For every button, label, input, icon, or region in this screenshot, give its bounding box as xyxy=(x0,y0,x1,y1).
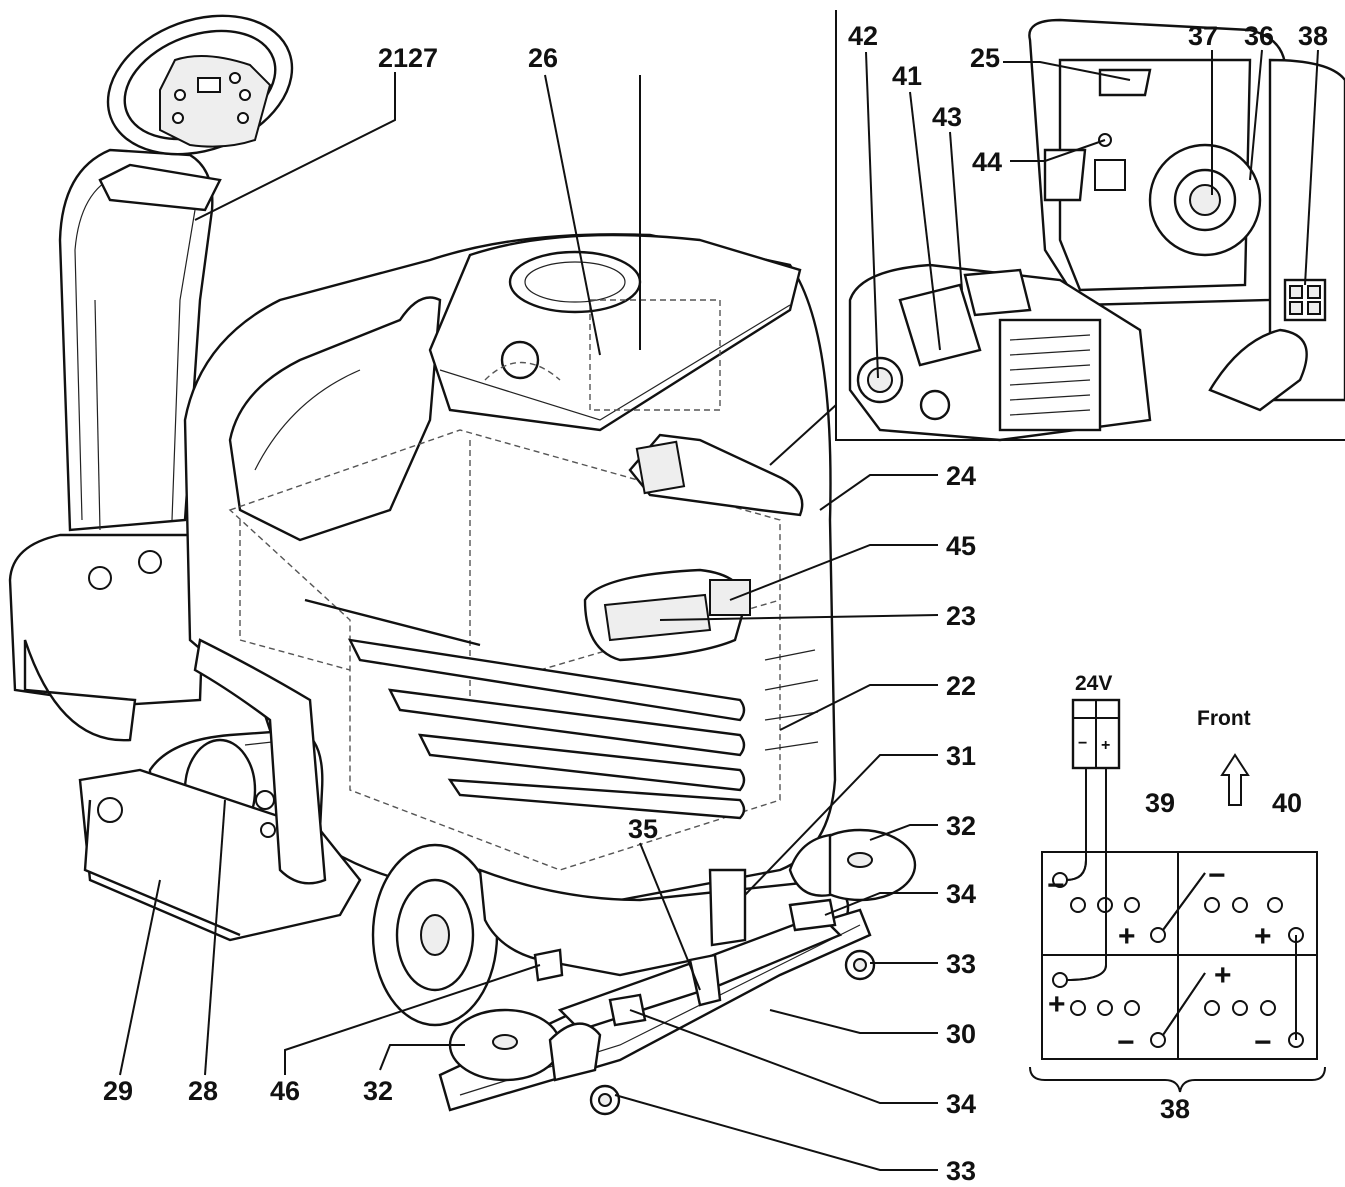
callout-41: 41 xyxy=(892,61,922,91)
callout-46: 46 xyxy=(270,1076,300,1106)
front-arrow-icon xyxy=(1220,753,1250,806)
seat-shell xyxy=(228,296,442,542)
control-panel xyxy=(159,55,272,148)
voltage-label: 24V xyxy=(1075,672,1112,695)
callout-38-top: 38 xyxy=(1298,21,1328,51)
callout-34-bottom: 34 xyxy=(946,1089,976,1119)
sign-plus-3: + xyxy=(1048,988,1066,1021)
callout-39: 39 xyxy=(1145,788,1175,818)
seat-pedestal xyxy=(8,533,207,707)
front-label: Front xyxy=(1197,707,1251,730)
callout-45: 45 xyxy=(946,531,976,561)
sign-plus-1: + xyxy=(1118,920,1136,953)
callout-35: 35 xyxy=(628,814,658,844)
leader-lines xyxy=(119,49,1319,1171)
connector-plus: + xyxy=(1101,737,1110,754)
sign-plus-4: + xyxy=(1214,959,1232,992)
inset-detail xyxy=(835,10,1345,442)
callout-38-bottom: 38 xyxy=(1160,1094,1190,1124)
callout-36: 36 xyxy=(1244,21,1274,51)
battery-wiring-diagram: − + xyxy=(1029,672,1326,1093)
callout-24: 24 xyxy=(946,461,976,491)
sign-minus-4: − xyxy=(1254,1026,1272,1059)
connector-minus: − xyxy=(1078,735,1087,752)
callout-31: 31 xyxy=(946,741,976,771)
callout-26: 26 xyxy=(528,43,558,73)
callout-34-right: 34 xyxy=(946,879,976,909)
callout-22: 22 xyxy=(946,671,976,701)
callout-32-left: 32 xyxy=(363,1076,393,1106)
callout-43: 43 xyxy=(932,102,962,132)
callout-37: 37 xyxy=(1188,21,1218,51)
callout-33-right: 33 xyxy=(946,949,976,979)
internal-tank-dashed xyxy=(589,299,721,411)
callout-42: 42 xyxy=(848,21,878,51)
callout-29: 29 xyxy=(103,1076,133,1106)
callout-44: 44 xyxy=(972,147,1002,177)
sign-plus-2: + xyxy=(1254,920,1272,953)
callout-28: 28 xyxy=(188,1076,218,1106)
sign-minus-2: − xyxy=(1208,859,1226,892)
callout-23: 23 xyxy=(946,601,976,631)
callout-32-right: 32 xyxy=(946,811,976,841)
sign-minus-3: − xyxy=(1117,1026,1135,1059)
callout-40: 40 xyxy=(1272,788,1302,818)
sign-minus-1: − xyxy=(1047,869,1065,902)
callout-30: 30 xyxy=(946,1019,976,1049)
callout-labels: 2127 26 42 41 43 44 25 37 36 38 24 45 23… xyxy=(103,21,1328,1186)
battery-charger xyxy=(998,318,1102,432)
callout-2127: 2127 xyxy=(378,43,438,73)
callout-25: 25 xyxy=(970,43,1000,73)
callout-33-bottom: 33 xyxy=(946,1156,976,1186)
